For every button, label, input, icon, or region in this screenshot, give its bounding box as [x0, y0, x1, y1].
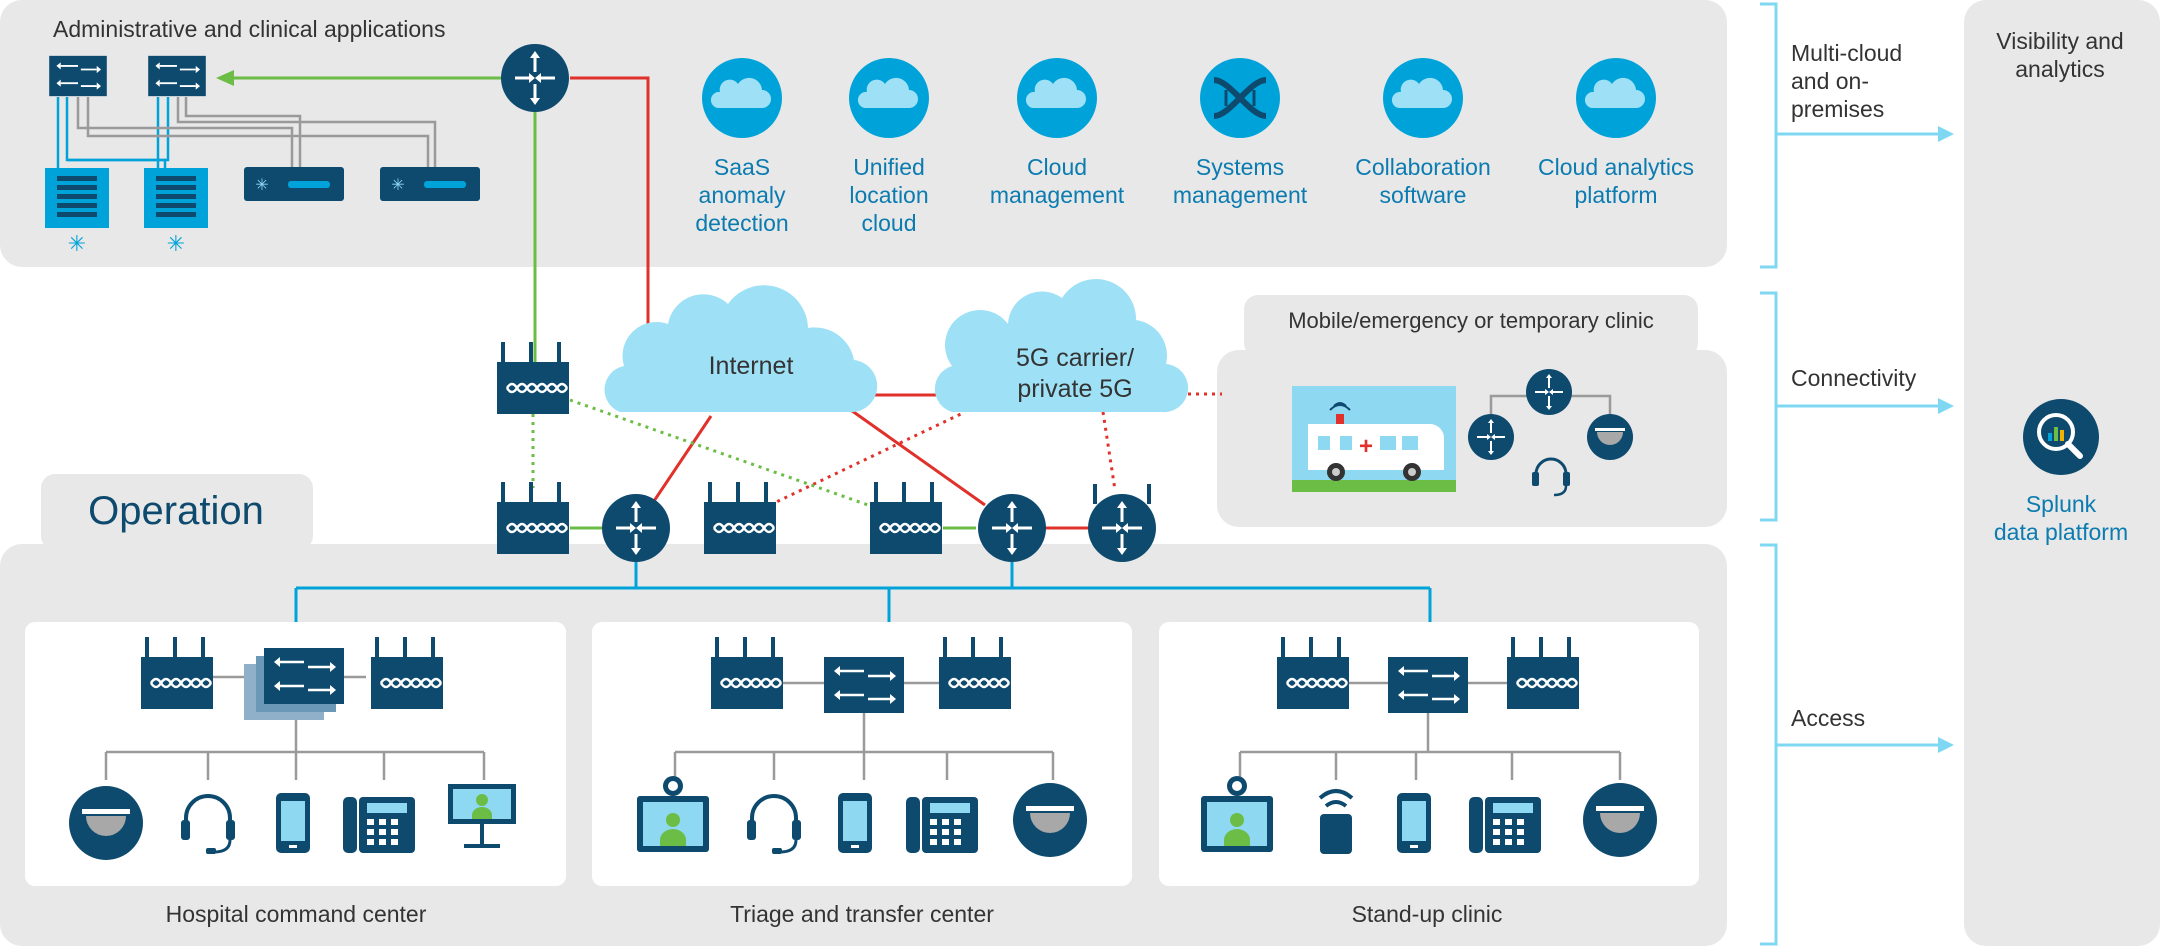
- app-label: SaaS: [714, 154, 770, 180]
- app-systems-management: Systems management: [1173, 58, 1308, 208]
- operation-title: Operation: [88, 489, 264, 533]
- green-links: [533, 112, 602, 530]
- app-location: Unified location cloud: [849, 58, 929, 236]
- app-label: management: [990, 182, 1125, 208]
- appliance-2: [380, 167, 480, 201]
- operation-tab: [41, 474, 313, 550]
- 5g-label-line2: private 5G: [1017, 375, 1132, 403]
- admin-blue-lines: [56, 97, 170, 168]
- admin-switch-1: [48, 54, 108, 98]
- wan-links: [570, 76, 1090, 530]
- app-label: Cloud: [1027, 154, 1087, 180]
- mobile-router: [1467, 413, 1515, 461]
- mobile-clinic-title: Mobile/emergency or temporary clinic: [1288, 308, 1654, 333]
- layer-label-connectivity: Connectivity: [1791, 365, 1917, 391]
- app-saas: SaaS anomaly detection: [695, 58, 789, 236]
- standup-badge-icon: [1318, 789, 1354, 854]
- splunk-name-2: data platform: [1994, 519, 2128, 545]
- server-2-node-icon: ✳: [167, 231, 185, 256]
- layer-arrowheads: [1938, 126, 1954, 753]
- 5g-label-line1: 5G carrier/: [1016, 344, 1134, 372]
- splunk-name-1: Splunk: [2026, 491, 2097, 517]
- hospital-switch: [262, 646, 346, 706]
- app-label: anomaly: [699, 182, 786, 208]
- cloud-icon: [849, 58, 929, 138]
- app-label: management: [1173, 182, 1308, 208]
- svg-text:+: +: [1359, 433, 1373, 460]
- standup-mobile-phone: [1397, 793, 1431, 853]
- standup-camera: [1583, 783, 1657, 857]
- edge-ap-center: [702, 480, 778, 556]
- 5g-cloud: [934, 279, 1189, 413]
- cloud-icon: [1576, 58, 1656, 138]
- app-label: platform: [1574, 182, 1657, 208]
- ambulance-icon: +: [1292, 386, 1456, 492]
- server-1: [45, 168, 109, 228]
- app-analytics: Cloud analytics platform: [1538, 58, 1694, 208]
- dc-router: [499, 42, 571, 114]
- triage-switch: [822, 655, 906, 715]
- analytics-title-1: Visibility and: [1996, 28, 2123, 54]
- hospital-ip-phone: [343, 797, 415, 853]
- analytics-title-2: analytics: [2015, 56, 2104, 82]
- app-label: detection: [695, 210, 788, 236]
- 5g-antenna-icon: [1093, 484, 1151, 504]
- hospital-mobile-phone: [276, 793, 310, 853]
- upper-ap: [495, 340, 571, 416]
- distribution-lines: [294, 562, 1432, 622]
- app-label: location: [849, 182, 928, 208]
- wireless-5g-links: [769, 392, 1222, 507]
- triage-ip-phone: [906, 797, 978, 853]
- edge-router-left: [600, 492, 672, 564]
- mobile-clinic-tab: [1244, 295, 1698, 357]
- app-label: Unified: [853, 154, 925, 180]
- layer-label-multicloud-2: and on-: [1791, 68, 1869, 94]
- app-label: cloud: [862, 210, 917, 236]
- cloud-icon: [1017, 58, 1097, 138]
- app-label: Cloud analytics: [1538, 154, 1694, 180]
- green-dotted-links: [531, 398, 869, 507]
- server-1-node-icon: ✳: [68, 231, 86, 256]
- app-collaboration: Collaboration software: [1355, 58, 1491, 208]
- app-label: Collaboration: [1355, 154, 1491, 180]
- layer-bracket: [1760, 2, 1944, 946]
- site-label-standup: Stand-up clinic: [1352, 901, 1503, 927]
- standup-switch: [1386, 655, 1470, 715]
- appliance-1: [244, 167, 344, 201]
- admin-gray-lines: [76, 97, 437, 168]
- edge-router-5g: [1086, 492, 1158, 564]
- top-panel-title: Administrative and clinical applications: [53, 16, 445, 42]
- hospital-camera: [69, 786, 143, 860]
- splunk-search-icon: [2023, 399, 2099, 475]
- app-label: software: [1380, 182, 1467, 208]
- layer-label-multicloud-3: premises: [1791, 96, 1884, 122]
- admin-switch-2: [147, 54, 207, 98]
- app-cloud-management: Cloud management: [990, 58, 1125, 208]
- admin-arrowhead: [216, 70, 234, 86]
- internet-label: Internet: [709, 352, 794, 380]
- server-2: [144, 168, 208, 228]
- mobile-headset: [1532, 457, 1570, 497]
- cloud-icon: [1383, 58, 1463, 138]
- edge-ap-right: [868, 480, 944, 556]
- triage-mobile-phone: [838, 793, 872, 853]
- internet-cloud: [604, 285, 878, 413]
- mobile-router-top: [1525, 368, 1573, 416]
- cloud-icon: [702, 58, 782, 138]
- mobile-camera: [1587, 414, 1633, 460]
- site-label-hospital: Hospital command center: [166, 901, 427, 927]
- left-edge-ap: [495, 480, 571, 556]
- app-label: Systems: [1196, 154, 1284, 180]
- standup-ip-phone: [1469, 797, 1541, 853]
- site-label-triage: Triage and transfer center: [730, 901, 994, 927]
- layer-label-access: Access: [1791, 705, 1865, 731]
- edge-router-center: [976, 492, 1048, 564]
- layer-label-multicloud-1: Multi-cloud: [1791, 40, 1902, 66]
- triage-camera: [1013, 783, 1087, 857]
